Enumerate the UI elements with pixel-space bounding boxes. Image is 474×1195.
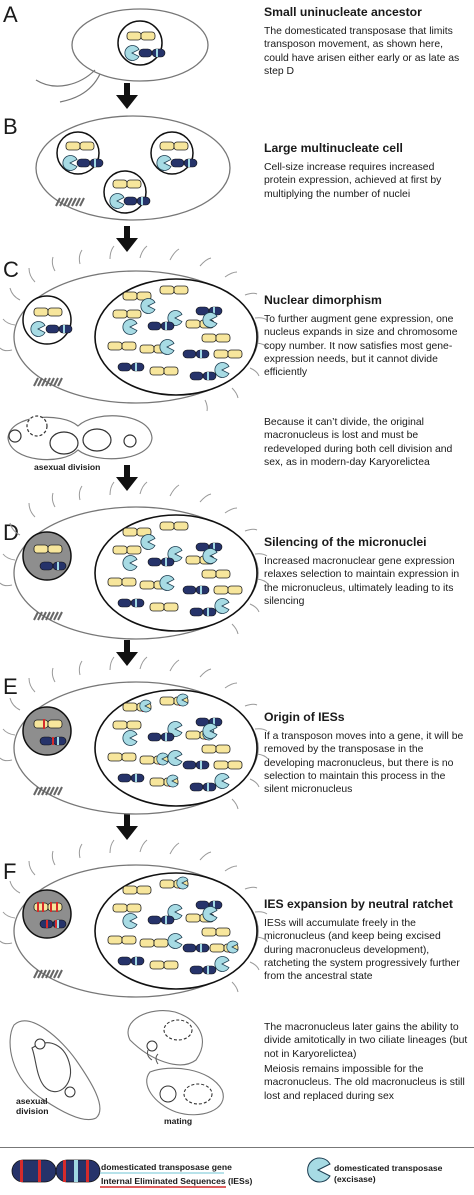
panel-f-text: IES expansion by neutral ratchet IESs wi… [264, 897, 469, 983]
legend-gene-label: domesticated transposase gene [101, 1162, 232, 1172]
panel-body: The domesticated transposase that limits… [264, 26, 460, 77]
panel-heading: Large multinucleate cell [264, 141, 403, 155]
panel-f-meiosis-note: Meiosis remains impossible for the macro… [264, 1064, 465, 1102]
panel-letter: C [3, 257, 19, 282]
panel-heading: Nuclear dimorphism [264, 293, 382, 307]
panel-letter: E [3, 674, 18, 699]
panel-heading: Silencing of the micronuclei [264, 535, 427, 549]
panel-heading: Origin of IESs [264, 710, 345, 724]
panel-letter: A [3, 2, 18, 27]
mating-label: mating [164, 1116, 193, 1126]
asexual-division-sketch [7, 415, 153, 461]
step-arrows [116, 83, 138, 840]
asexual-division-label: asexual division [34, 462, 101, 472]
legend-transposase-label: domesticated transposase (excisase) [334, 1163, 443, 1184]
cell-c [0, 245, 269, 412]
panel-a-text: Small uninucleate ancestor The domestica… [264, 5, 469, 78]
panel-c-division-note: Because it can’t divide, the original ma… [264, 417, 453, 468]
panel-body: To further augment gene expression, one … [264, 314, 458, 379]
panel-b-text: Large multinucleate cell Cell-size incre… [264, 141, 469, 201]
f-asexual-division-sketch [9, 1020, 101, 1120]
panel-e-text: Origin of IESs If a transposon moves int… [264, 710, 469, 796]
panel-f-amitotic-note: The macronucleus later gains the ability… [264, 1022, 468, 1060]
legend-divider [0, 1147, 474, 1148]
asexual-division-label: asexual division [16, 1096, 49, 1116]
panel-body: IESs will accumulate freely in the micro… [264, 918, 460, 983]
panel-c-text: Nuclear dimorphism To further augment ge… [264, 293, 469, 379]
legend-ies-label: Internal Eliminated Sequences (IESs) [101, 1176, 253, 1186]
cell-d [0, 481, 269, 640]
panel-letter: D [3, 520, 19, 545]
panel-letter: B [3, 114, 18, 139]
panel-letter: F [3, 859, 16, 884]
panel-d-text: Silencing of the micronuclei Increased m… [264, 535, 469, 608]
panel-heading: IES expansion by neutral ratchet [264, 897, 453, 911]
cell-a [35, 8, 209, 103]
mating-sketch [127, 1010, 224, 1116]
panel-body: Cell-size increase requires increased pr… [264, 162, 442, 200]
panel-heading: Small uninucleate ancestor [264, 5, 422, 19]
legend-chromosome-icon [11, 1159, 101, 1183]
cell-e [0, 656, 269, 815]
panel-body: If a transposon moves into a gene, it wi… [264, 731, 464, 796]
cell-b [35, 115, 231, 221]
panel-body: Increased macronuclear gene expression r… [264, 556, 460, 607]
cell-f [0, 839, 269, 998]
legend-transposase-icon [307, 1157, 331, 1183]
